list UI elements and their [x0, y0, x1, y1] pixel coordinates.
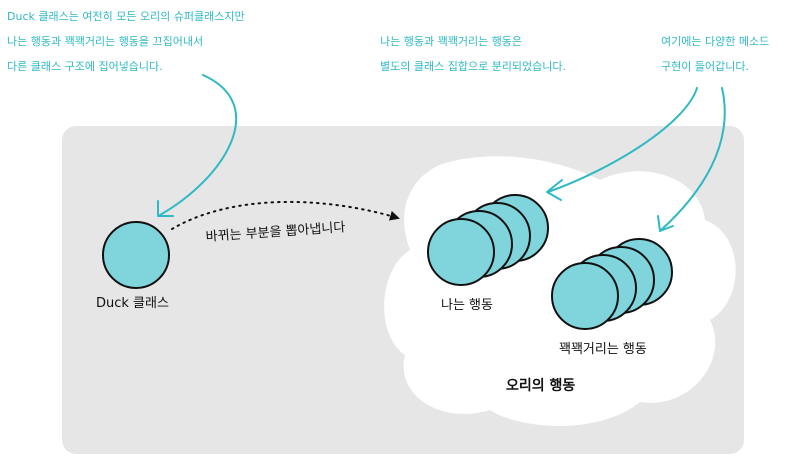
fly-behavior-label: 나는 행동	[441, 298, 493, 313]
duck-class-annotation: Duck 클래스는 여전히 모든 오리의 슈퍼클래스지만 나는 행동과 꽥꽥거리…	[7, 4, 245, 79]
annotation-line: Duck 클래스는 여전히 모든 오리의 슈퍼클래스지만	[7, 10, 245, 23]
annotation-line: 다른 클래스 구조에 집어넣습니다.	[7, 60, 163, 73]
fly-annotation-arrowhead	[546, 179, 563, 201]
separate-behaviors-annotation: 나는 행동과 꽥꽥거리는 행동은 별도의 클래스 집합으로 분리되었습니다.	[380, 29, 566, 79]
annotation-line: 나는 행동과 꽥꽥거리는 행동은	[380, 35, 523, 48]
annotation-line: 여기에는 다양한 메소드	[661, 35, 770, 48]
quack-annotation-pointer	[659, 87, 726, 232]
fly-annotation-pointer	[547, 87, 698, 193]
quack-annotation-arrowhead	[657, 215, 674, 232]
fly-behavior-stack	[427, 194, 549, 286]
annotation-line: 구현이 들어갑니다.	[661, 60, 749, 73]
duck-class-circle	[102, 221, 170, 289]
quack-behavior-label: 꽥꽥거리는 행동	[559, 342, 647, 357]
quack-behavior-stack	[551, 238, 673, 330]
annotation-line: 별도의 클래스 집합으로 분리되었습니다.	[380, 60, 567, 73]
duck-annotation-pointer	[159, 74, 237, 216]
duck-class-label: Duck 클래스	[96, 296, 169, 311]
implementation-annotation: 여기에는 다양한 메소드 구현이 들어갑니다.	[661, 29, 769, 79]
extract-arrow	[171, 200, 400, 230]
annotation-line: 나는 행동과 꽥꽥거리는 행동을 끄집어내서	[7, 35, 204, 48]
duck-behaviors-label: 오리의 행동	[506, 378, 576, 394]
duck-annotation-arrowhead	[157, 200, 174, 217]
